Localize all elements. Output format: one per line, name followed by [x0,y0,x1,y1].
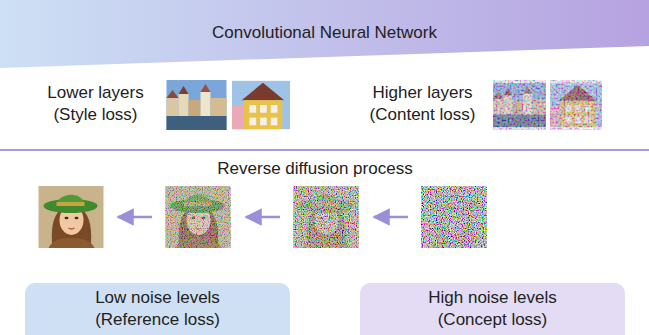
process-arrow [374,216,408,219]
noise-level-box: Low noise levels (Reference loss) [25,283,290,335]
section-label: Reverse diffusion process [0,158,630,180]
style-image [232,81,290,129]
band-fill [0,0,649,68]
noise-overlay [293,186,359,248]
noisy-image [166,186,231,248]
divider-line [0,149,649,151]
content-texture [550,80,602,130]
style-image [167,80,227,130]
content-texture [493,80,546,130]
band-title: Convolutional Neural Network [212,22,437,44]
layer-label: Lower layers (Style loss) [38,82,153,126]
process-arrow [118,216,152,219]
noise-overlay [165,186,231,248]
box-text: Low noise levels (Reference loss) [75,287,240,331]
process-arrow [246,216,280,219]
layer-label: Higher layers (Content loss) [360,82,485,126]
box-text: High noise levels (Concept loss) [410,287,575,331]
noisy-image [422,186,487,248]
noisy-image [294,186,359,248]
noise-overlay [421,186,487,248]
header-band: Convolutional Neural Network [0,0,649,68]
noise-level-box: High noise levels (Concept loss) [360,283,625,335]
clean-image [39,186,104,248]
